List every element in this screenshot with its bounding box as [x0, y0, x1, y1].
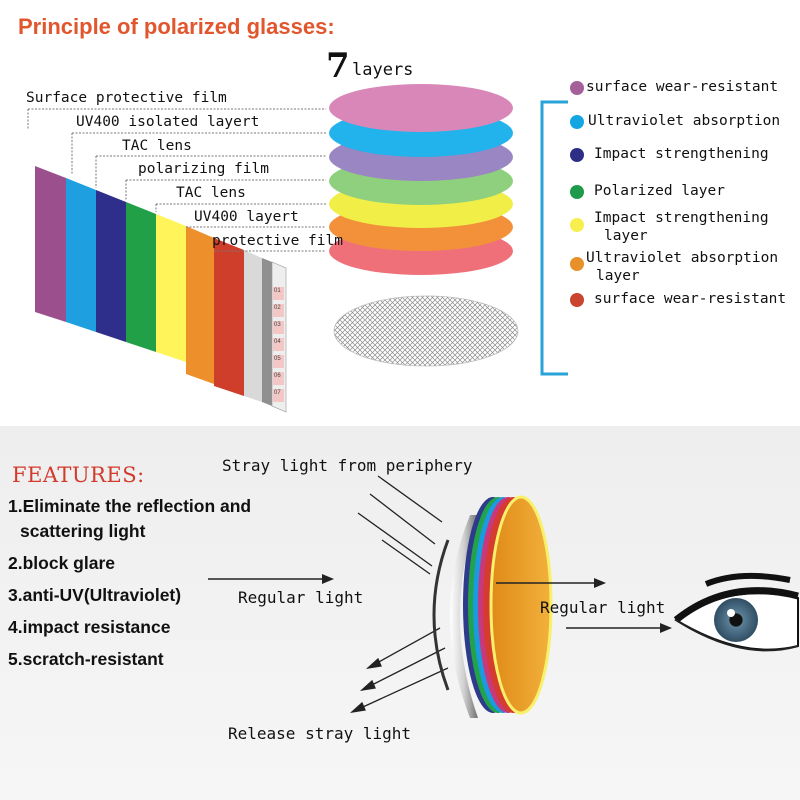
legend-label-6: Ultraviolet absorption: [586, 250, 779, 266]
film-label-7: protective film: [212, 233, 343, 249]
strip-label-4: 04: [274, 339, 281, 345]
release-light-arrows: [349, 627, 449, 713]
legend-dot-1: [570, 81, 584, 95]
feature-item-4: 4.impact resistance: [8, 617, 171, 637]
film-label-4: polarizing film: [138, 161, 269, 177]
legend-dot-3: [570, 148, 584, 162]
legend-dot-6: [570, 257, 584, 271]
film-panels: [35, 166, 287, 413]
features-title: FEATURES:: [12, 463, 145, 487]
legend-label-2: Ultraviolet absorption: [588, 113, 781, 129]
legend-dot-2: [570, 115, 584, 129]
strip-label-2: 02: [274, 305, 281, 311]
feature-item-1: 1.Eliminate the reflection and: [8, 496, 252, 516]
feature-item-3: 3.anti-UV(Ultraviolet): [8, 585, 182, 605]
lens-icon: [432, 495, 553, 718]
mesh-lens: [333, 295, 519, 367]
feature-item-1b: scattering light: [20, 521, 146, 541]
layers-word: layers: [352, 60, 414, 80]
strip-label-3: 03: [274, 322, 281, 328]
eye-icon: [673, 572, 799, 652]
leader-lines: [27, 108, 326, 252]
strip-label-5: 05: [274, 356, 281, 362]
stray-light-label: Stray light from periphery: [222, 456, 473, 475]
legend-dot-7: [570, 293, 584, 307]
feature-item-2: 2.block glare: [8, 553, 115, 573]
features-panel-bg: [0, 426, 800, 800]
regular-light-out-label: Regular light: [540, 598, 666, 617]
strip-label-1: 01: [274, 288, 281, 294]
legend-label-3: Impact strengthening: [594, 146, 769, 162]
legend-label-1: surface wear-resistant: [586, 79, 779, 95]
film-label-2: UV400 isolated layert: [76, 114, 260, 130]
film-label-1: Surface protective film: [26, 90, 227, 106]
feature-item-5: 5.scratch-resistant: [8, 649, 164, 669]
strip-label-7: 07: [274, 390, 281, 396]
film-label-6: UV400 layert: [194, 209, 299, 225]
legend-label-7: surface wear-resistant: [594, 291, 787, 307]
film-label-3: TAC lens: [122, 138, 192, 154]
strip-label-6: 06: [274, 373, 281, 379]
stray-light-arrows: [357, 475, 443, 575]
legend-label-6b: layer: [596, 268, 640, 284]
legend-bracket: [540, 100, 568, 376]
legend-dot-5: [570, 218, 584, 232]
legend-label-5: Impact strengthening: [594, 210, 769, 226]
legend-label-4: Polarized layer: [594, 183, 725, 199]
legend-label-5b: layer: [604, 228, 648, 244]
film-label-5: TAC lens: [176, 185, 246, 201]
legend-dots: [570, 81, 584, 307]
regular-light-out-arrow: [496, 578, 672, 633]
layers-count: 7: [326, 46, 350, 86]
regular-light-in-arrow: [208, 574, 334, 584]
legend-dot-4: [570, 185, 584, 199]
release-light-label: Release stray light: [228, 724, 412, 743]
page-title: Principle of polarized glasses:: [18, 14, 335, 39]
regular-light-in-label: Regular light: [238, 588, 364, 607]
layer-disks: [329, 84, 513, 275]
laminate-strip: [273, 287, 284, 402]
